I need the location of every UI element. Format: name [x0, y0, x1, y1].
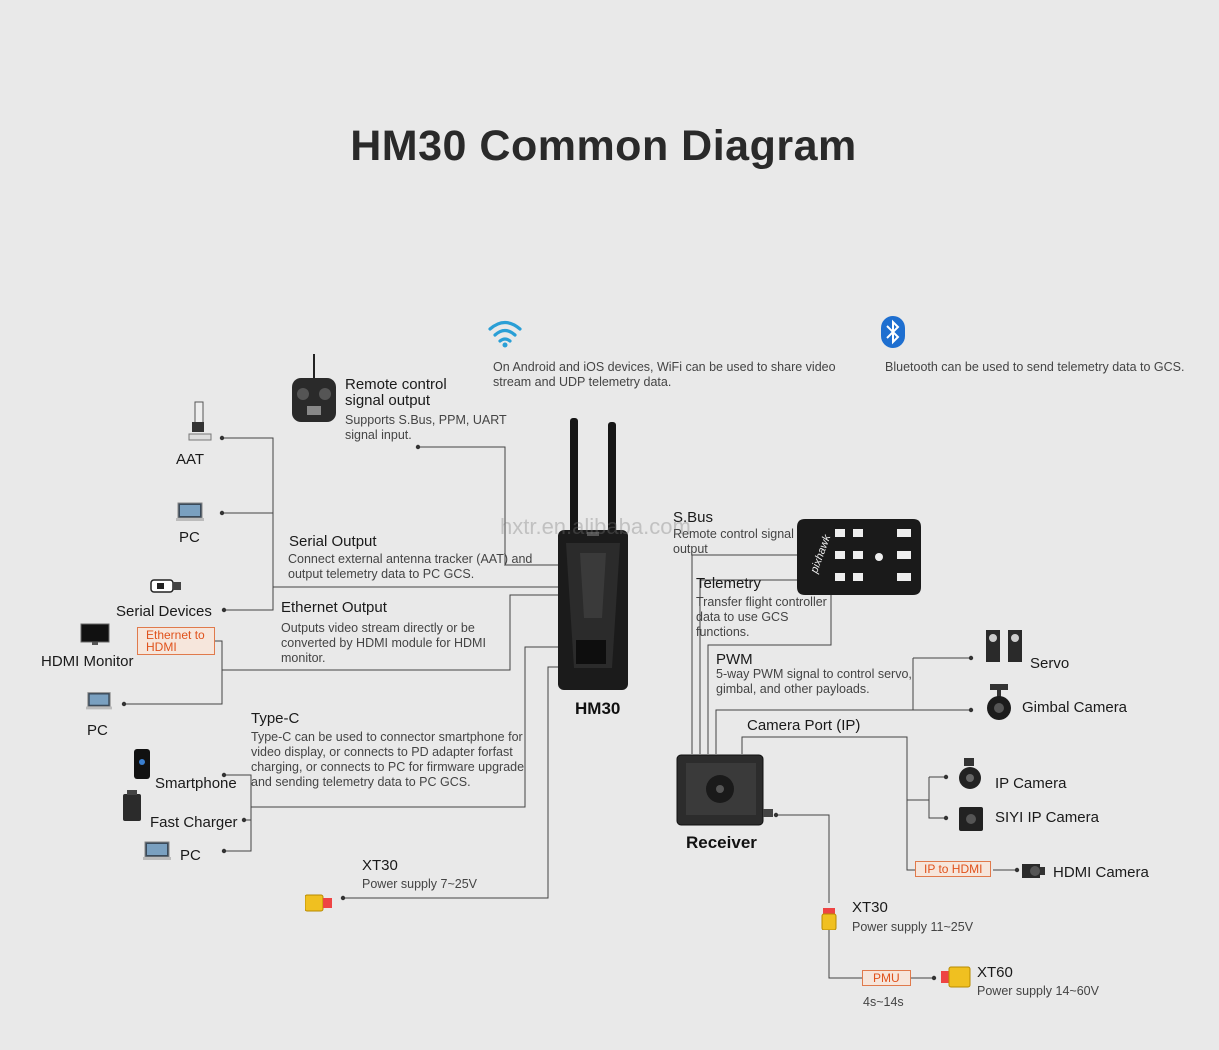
- bluetooth-note: Bluetooth can be used to send telemetry …: [885, 360, 1185, 374]
- receiver-device: [676, 754, 773, 826]
- xt30-connector-icon: [305, 894, 332, 912]
- hdmi-camera-label: HDMI Camera: [1053, 864, 1149, 881]
- laptop-icon: [176, 502, 204, 521]
- sbus-desc: Remote control signal output: [673, 527, 794, 556]
- laptop-icon: [86, 692, 112, 710]
- ethernet-output-desc: Outputs video stream directly or be conv…: [281, 621, 486, 665]
- smartphone-icon: [134, 749, 150, 779]
- usb-serial-icon: [150, 579, 181, 593]
- hdmi-monitor-label: HDMI Monitor: [41, 653, 134, 670]
- pwm-desc: 5-way PWM signal to control servo, gimba…: [716, 667, 912, 696]
- remote-control-desc: Supports S.Bus, PPM, UART signal input.: [345, 413, 507, 442]
- serial-output-desc: Connect external antenna tracker (AAT) a…: [288, 552, 533, 581]
- gimbal-camera-label: Gimbal Camera: [1022, 699, 1128, 716]
- serial-devices-label: Serial Devices: [116, 603, 212, 620]
- hdmi-monitor-icon: [80, 623, 110, 645]
- pmu-cells: 4s~14s: [863, 995, 904, 1009]
- pc-label-1: PC: [179, 529, 200, 546]
- typec-title: Type-C: [251, 710, 300, 727]
- bluetooth-icon: [881, 316, 905, 348]
- siyi-ip-camera-label: SIYI IP Camera: [995, 809, 1099, 826]
- fast-charger-label: Fast Charger: [150, 814, 238, 831]
- telemetry-title: Telemetry: [696, 575, 762, 592]
- remote-control-title: Remote control signal output: [345, 376, 447, 409]
- aat-label: AAT: [176, 451, 205, 468]
- typec-desc: Type-C can be used to connector smartpho…: [251, 730, 525, 789]
- siyi-ip-camera-icon: [959, 807, 983, 831]
- page-title: HM30 Common Diagram: [350, 122, 857, 170]
- pwm-title: PWM: [716, 651, 753, 668]
- aat-icon: [188, 401, 212, 441]
- pc-label-2: PC: [87, 722, 108, 739]
- receiver-label: Receiver: [686, 833, 757, 852]
- xt60-desc: Power supply 14~60V: [977, 984, 1099, 998]
- servo-icon: [986, 630, 1022, 662]
- xt30-left-title: XT30: [362, 857, 398, 874]
- ip-camera-label: IP Camera: [995, 775, 1067, 792]
- servo-label: Servo: [1030, 655, 1070, 672]
- hdmi-camera-icon: [1022, 864, 1045, 878]
- sbus-title: S.Bus: [673, 509, 714, 526]
- ethernet-output-title: Ethernet Output: [281, 599, 387, 616]
- ip-to-hdmi-tag: IP to HDMI: [915, 861, 992, 877]
- hm30-device: [558, 418, 628, 690]
- pc-label-3: PC: [180, 847, 201, 864]
- wifi-note: On Android and iOS devices, WiFi can be …: [493, 360, 836, 389]
- xt60-connector-icon: [941, 966, 971, 988]
- xt30-connector-icon: [821, 908, 837, 930]
- laptop-icon: [143, 841, 171, 860]
- xt30-left-desc: Power supply 7~25V: [362, 877, 478, 891]
- camera-port-title: Camera Port (IP): [747, 717, 861, 734]
- xt60-title: XT60: [977, 964, 1013, 981]
- smartphone-label: Smartphone: [155, 775, 237, 792]
- wifi-icon: [488, 320, 522, 348]
- xt30-right-title: XT30: [852, 899, 888, 916]
- flight-controller-icon: [797, 519, 921, 595]
- ethernet-to-hdmi-tag: Ethernet to HDMI: [137, 627, 215, 655]
- remote-controller-icon: [292, 354, 336, 422]
- ip-camera-icon: [959, 758, 981, 789]
- gimbal-camera-icon: [987, 684, 1011, 720]
- hm30-label: HM30: [575, 699, 621, 718]
- pmu-tag: PMU: [862, 970, 911, 986]
- charger-icon: [123, 790, 141, 821]
- xt30-right-desc: Power supply 11~25V: [852, 920, 974, 934]
- serial-output-title: Serial Output: [289, 533, 377, 550]
- watermark: hxtr.en.alibaba.com: [500, 514, 691, 539]
- telemetry-desc: Transfer flight controller data to use G…: [696, 595, 827, 639]
